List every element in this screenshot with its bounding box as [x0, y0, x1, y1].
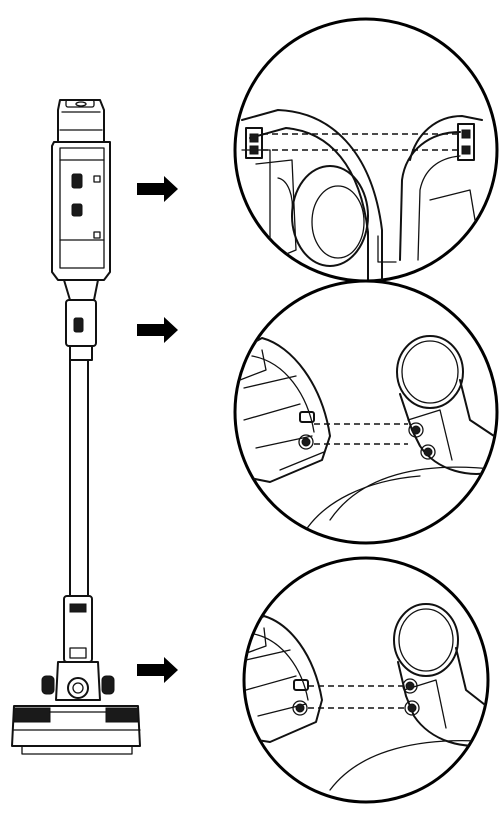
detail-magnifier-icon	[233, 279, 499, 545]
detail-magnifier-icon	[242, 556, 490, 804]
stick-vacuum-icon	[11, 99, 141, 755]
arrow-right-icon	[137, 176, 178, 202]
detail-magnifier-icon	[233, 17, 499, 283]
arrow-right-icon	[137, 657, 178, 683]
arrow-right-icon	[137, 317, 178, 343]
